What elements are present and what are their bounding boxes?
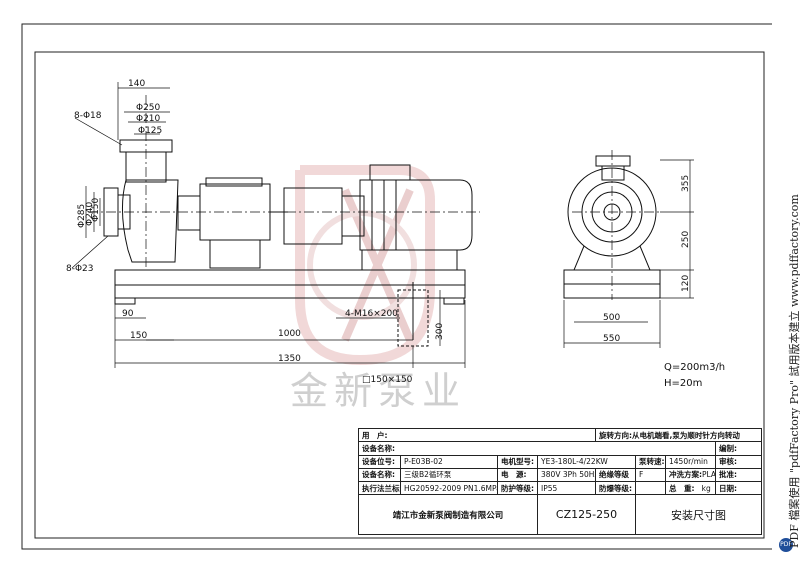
total-label: 总 重: — [669, 483, 695, 493]
pdf-trial-notice: PDF 檔案使用 "pdfFactory Pro" 試用版本建立 www.pdf… — [788, 194, 800, 548]
user-label: 用 户: — [358, 427, 596, 443]
inner-frame — [34, 51, 765, 539]
motor-label: 电机型号: — [497, 454, 538, 469]
dim-120: 120 — [681, 275, 691, 292]
dimension-lines — [71, 82, 466, 368]
dim-90: 90 — [122, 309, 134, 319]
watermark-company: 金新泵业 — [290, 369, 466, 413]
equip-no-value: P-E03B-02 — [400, 454, 498, 469]
outer-frame — [21, 23, 772, 550]
protect-value: IP55 — [537, 480, 596, 496]
end-casing — [567, 167, 657, 257]
equip-type-value: 三级B2循环泵 — [400, 467, 498, 483]
speed-label: 泵转速: — [635, 454, 666, 469]
equip-type-label: 设备名称: — [358, 467, 401, 483]
power-label: 电 源: — [497, 467, 538, 483]
dim-500: 500 — [603, 313, 620, 323]
drawing-title: 安装尺寸图 — [634, 494, 763, 535]
dim-300: 300 — [435, 323, 445, 340]
total-weight: 总 重: kg — [665, 480, 716, 496]
dim-phi150: Φ150 — [91, 197, 101, 222]
equip-name-label: 设备名称: — [358, 441, 716, 456]
flange-value: HG20592-2009 PN1.6MPa RF — [400, 480, 498, 496]
dim-hole: □150×150 — [362, 375, 413, 385]
explosion-value — [635, 480, 666, 496]
dim-250-vertical: 250 — [681, 231, 691, 248]
dim-8phi23: 8-Φ23 — [66, 264, 94, 274]
dim-140: 140 — [128, 79, 145, 89]
volute — [121, 179, 179, 263]
head-spec: H=20m — [664, 378, 702, 389]
explosion-label: 防爆等级: — [595, 480, 636, 496]
power-value: 380V 3Ph 50Hz — [537, 467, 596, 483]
dim-355: 355 — [681, 175, 691, 192]
dim-550: 550 — [603, 334, 620, 344]
dim-1000: 1000 — [278, 329, 301, 339]
dim-phi250: Φ250 — [136, 103, 161, 113]
dim-anchor-bolt: 4-M16×200 — [345, 309, 398, 319]
rotation-note: 旋转方向:从电机端看,泵为顺时针方向转动 — [594, 427, 763, 443]
total-unit: kg — [701, 483, 711, 493]
edit-label: 编制: — [714, 441, 763, 456]
company-name: 靖江市金新泵阀制造有限公司 — [358, 494, 538, 535]
dim-1350: 1350 — [278, 354, 301, 364]
insulation-value: F — [635, 467, 666, 483]
equip-no-label: 设备位号: — [358, 454, 401, 469]
check-label: 审核: — [714, 454, 763, 469]
motor — [359, 179, 473, 251]
watermark-logo — [295, 165, 435, 366]
pdf-badge-icon: PDF — [779, 538, 793, 552]
coupling-guard — [283, 187, 343, 245]
dimension-labels: 140 Φ250 Φ210 Φ125 8-Φ18 Φ285 Φ240 Φ150 … — [66, 79, 445, 385]
seal-plan: 冲洗方案:PLAN54 — [665, 467, 716, 483]
dim-phi125: Φ125 — [138, 126, 162, 136]
flange-label: 执行法兰标准: — [358, 480, 401, 496]
protect-label: 防护等级: — [497, 480, 538, 496]
pump-end-view — [563, 150, 661, 300]
pump-front-view — [88, 95, 480, 347]
dim-phi210: Φ210 — [136, 114, 161, 124]
seal-label: 冲洗方案: — [669, 470, 702, 480]
dim-8phi18: 8-Φ18 — [74, 111, 102, 121]
dim-150: 150 — [130, 331, 147, 341]
seal-value: PLAN54 — [702, 470, 716, 480]
speed-value: 1450r/min — [665, 454, 716, 469]
installation-drawing: 金新泵业 — [21, 23, 772, 550]
dim-phi285: Φ285 — [77, 204, 87, 228]
terminal-box — [369, 164, 411, 181]
dim-phi240: Φ240 — [85, 201, 95, 226]
motor-model: YE3-180L-4/22KW — [537, 454, 636, 469]
approve-label: 批准: — [714, 467, 763, 483]
insulation-label: 绝缘等级 — [595, 467, 636, 483]
title-block: 用 户: 旋转方向:从电机端看,泵为顺时针方向转动 设备名称: 编制: 设备位号… — [358, 427, 763, 535]
flow-spec: Q=200m3/h — [664, 362, 725, 373]
end-baseplate — [563, 283, 661, 299]
baseplate — [114, 269, 466, 299]
date-label: 日期: — [714, 480, 763, 496]
pump-model: CZ125-250 — [537, 494, 636, 535]
